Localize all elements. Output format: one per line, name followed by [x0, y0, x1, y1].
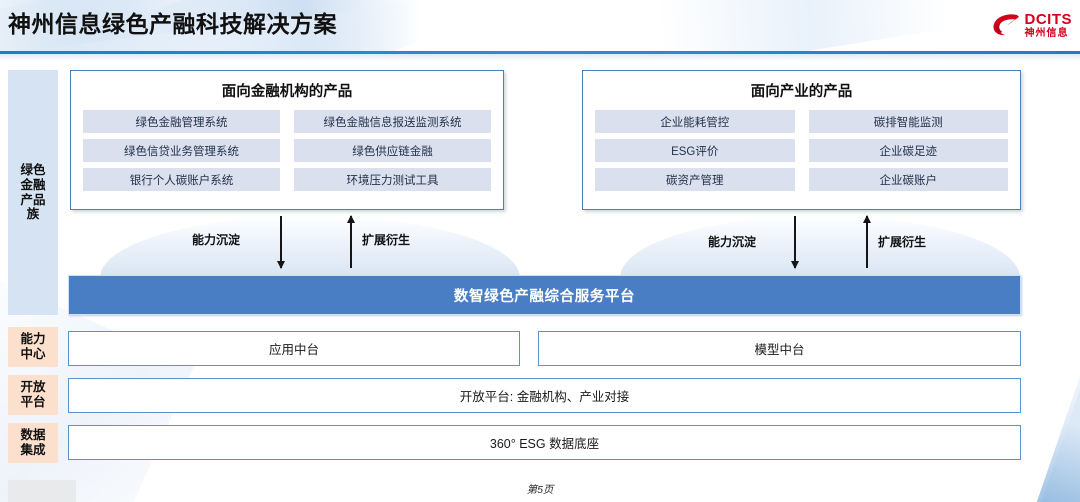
capability-dome-left: [100, 216, 520, 278]
product-panel-financial-institutions: 面向金融机构的产品 绿色金融管理系统 绿色金融信息报送监测系统 绿色信贷业务管理…: [70, 70, 504, 210]
product-tile[interactable]: 绿色金融信息报送监测系统: [294, 110, 491, 133]
data-base-box[interactable]: 360° ESG 数据底座: [68, 425, 1021, 460]
product-panel-industry: 面向产业的产品 企业能耗管控 碳排智能监测 ESG评价 企业碳足迹 碳资产管理 …: [582, 70, 1021, 210]
product-tile[interactable]: 企业能耗管控: [595, 110, 795, 133]
product-tile-grid: 绿色金融管理系统 绿色金融信息报送监测系统 绿色信贷业务管理系统 绿色供应链金融…: [71, 101, 503, 202]
header-swoosh-decoration: [654, 0, 966, 53]
product-tile[interactable]: 银行个人碳账户系统: [83, 168, 280, 191]
capability-box-application-middle-platform[interactable]: 应用中台: [68, 331, 520, 366]
page-title: 神州信息绿色产融科技解决方案: [8, 11, 337, 37]
sidebar-item-capability-center[interactable]: 能力 中心: [8, 327, 58, 367]
flow-label-expansion-derivation: 扩展衍生: [362, 233, 411, 247]
page-number-footer: 第5页: [526, 484, 554, 496]
product-tile[interactable]: 碳资产管理: [595, 168, 795, 191]
slide-header: 神州信息绿色产融科技解决方案 DCITS 神州信息: [0, 0, 1080, 53]
product-tile[interactable]: 绿色信贷业务管理系统: [83, 139, 280, 162]
product-tile[interactable]: 绿色供应链金融: [294, 139, 491, 162]
sidebar-item-open-platform[interactable]: 开放 平台: [8, 375, 58, 415]
sidebar-item-green-finance-product-family[interactable]: 绿色 金融 产品 族: [8, 70, 58, 315]
sidebar-item-label: 数据 集成: [20, 428, 46, 457]
platform-bar[interactable]: 数智绿色产融综合服务平台: [68, 275, 1021, 315]
product-tile[interactable]: 企业碳足迹: [808, 139, 1008, 162]
sidebar-item-label: 绿色 金融 产品 族: [20, 163, 46, 222]
capability-box-label: 模型中台: [754, 343, 805, 357]
product-tile[interactable]: ESG评价: [595, 139, 795, 162]
logo-brand-cn: 神州信息: [1024, 27, 1069, 39]
product-tile[interactable]: 碳排智能监测: [808, 110, 1008, 133]
logo-text: DCITS 神州信息: [1025, 12, 1073, 39]
arrow-up-icon: [863, 215, 871, 268]
product-tile-grid: 企业能耗管控 碳排智能监测 ESG评价 企业碳足迹 碳资产管理 企业碳账户: [583, 101, 1020, 202]
open-platform-box[interactable]: 开放平台: 金融机构、产业对接: [68, 378, 1021, 413]
capability-box-label: 应用中台: [268, 343, 319, 357]
logo-brand-en: DCITS: [1024, 10, 1072, 28]
open-platform-label: 开放平台: 金融机构、产业对接: [459, 390, 630, 404]
product-tile[interactable]: 环境压力测试工具: [294, 168, 491, 191]
panel-title: 面向产业的产品: [750, 84, 853, 100]
arrow-down-icon: [791, 216, 799, 269]
flow-label-capability-precipitation: 能力沉淀: [192, 233, 241, 247]
dcits-logo: DCITS 神州信息: [990, 8, 1073, 42]
flow-label-expansion-derivation: 扩展衍生: [878, 235, 927, 249]
panel-title: 面向金融机构的产品: [221, 84, 353, 100]
capability-box-model-middle-platform[interactable]: 模型中台: [538, 331, 1021, 366]
background-swoosh-right-mid: [1027, 295, 1080, 502]
header-divider-rule: [0, 51, 1080, 54]
sidebar-item-label: 能力 中心: [20, 332, 46, 361]
background-swoosh-right-inner: [1018, 329, 1080, 502]
dcits-swirl-icon: [990, 12, 1020, 38]
product-tile[interactable]: 企业碳账户: [808, 168, 1008, 191]
sidebar-item-data-integration[interactable]: 数据 集成: [8, 423, 58, 463]
arrow-down-icon: [277, 216, 285, 269]
data-base-label: 360° ESG 数据底座: [489, 437, 600, 451]
header-rule-shadow: [0, 54, 1080, 61]
product-tile[interactable]: 绿色金融管理系统: [83, 110, 280, 133]
arrow-up-icon: [347, 215, 355, 268]
capability-dome-right: [620, 216, 1020, 278]
flow-label-capability-precipitation: 能力沉淀: [708, 235, 757, 249]
platform-bar-label: 数智绿色产融综合服务平台: [453, 288, 636, 305]
sidebar-item-label: 开放 平台: [20, 380, 46, 409]
